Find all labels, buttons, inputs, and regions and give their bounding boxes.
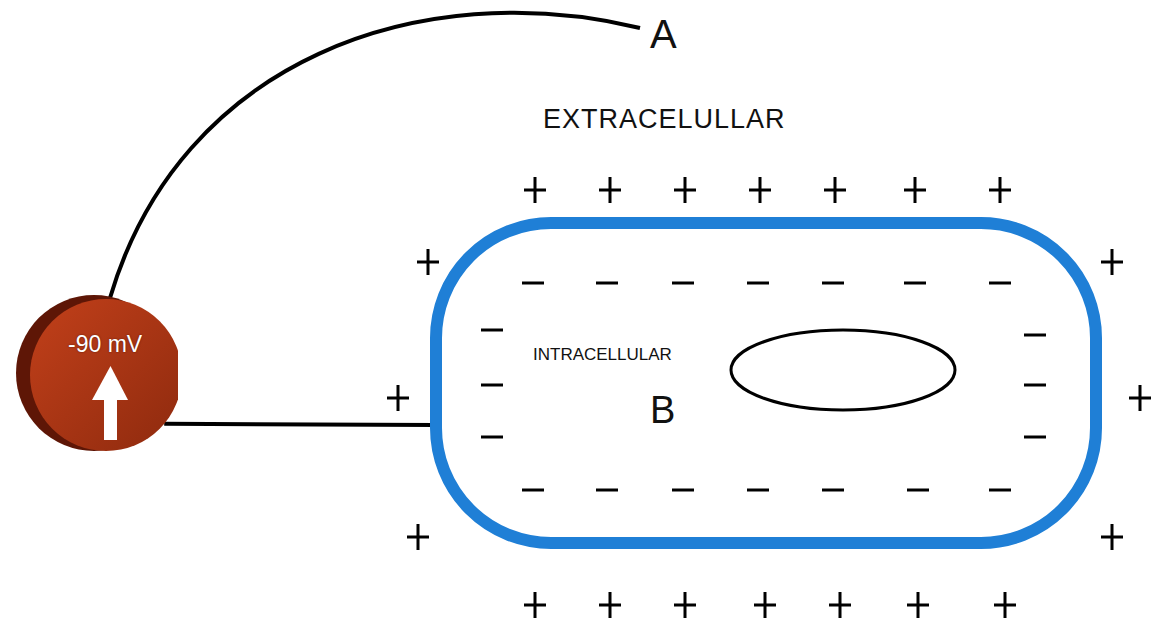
- plus-sign: [749, 177, 771, 203]
- plus-sign: [994, 592, 1016, 618]
- plus-sign: [754, 592, 776, 618]
- minus-sign: [481, 384, 503, 387]
- plus-sign: [829, 592, 851, 618]
- plus-sign: [674, 592, 696, 618]
- minus-sign: [1024, 436, 1046, 439]
- plus-sign: [407, 524, 429, 550]
- minus-sign: [989, 489, 1011, 492]
- minus-sign: [822, 489, 844, 492]
- plus-sign: [524, 592, 546, 618]
- plus-sign: [417, 249, 439, 275]
- plus-sign: [907, 592, 929, 618]
- voltmeter: -90 mV: [8, 295, 178, 457]
- voltage-reading: -90 mV: [68, 333, 142, 356]
- voltmeter-shape: [8, 295, 178, 457]
- region-label: INTRACELLULAR: [533, 346, 672, 363]
- minus-sign: [522, 282, 544, 285]
- minus-sign: [481, 436, 503, 439]
- electrode-label: B: [650, 391, 675, 429]
- plus-sign: [599, 177, 621, 203]
- plus-sign: [1129, 385, 1151, 411]
- negative-charges: [481, 283, 1046, 490]
- cell: INTRACELLULAR B: [428, 215, 1104, 551]
- minus-sign: [822, 282, 844, 285]
- probe-wire: [164, 424, 436, 425]
- cell-membrane: [436, 223, 1096, 543]
- meter-face: [30, 299, 178, 451]
- minus-sign: [1024, 334, 1046, 337]
- plus-sign: [524, 177, 546, 203]
- electrode-wire: [110, 13, 640, 298]
- electrode-label: A: [650, 14, 677, 54]
- nucleus: [731, 330, 955, 410]
- plus-sign: [599, 592, 621, 618]
- minus-sign: [904, 282, 926, 285]
- minus-sign: [747, 282, 769, 285]
- needle-shaft: [104, 395, 117, 440]
- minus-sign: [747, 489, 769, 492]
- plus-sign: [824, 177, 846, 203]
- cell-outline: [428, 215, 1104, 551]
- minus-sign: [1024, 384, 1046, 387]
- positive-charges: [387, 177, 1151, 618]
- minus-sign: [481, 329, 503, 332]
- minus-sign: [596, 489, 618, 492]
- plus-sign: [1101, 524, 1123, 550]
- plus-sign: [904, 177, 926, 203]
- plus-sign: [387, 385, 409, 411]
- region-label: EXTRACELULLAR: [543, 106, 786, 133]
- needle-head: [92, 366, 128, 400]
- plus-sign: [989, 177, 1011, 203]
- minus-sign: [672, 282, 694, 285]
- minus-sign: [522, 489, 544, 492]
- minus-sign: [672, 489, 694, 492]
- minus-sign: [596, 282, 618, 285]
- minus-sign: [907, 489, 929, 492]
- minus-sign: [989, 282, 1011, 285]
- plus-sign: [674, 177, 696, 203]
- plus-sign: [1101, 249, 1123, 275]
